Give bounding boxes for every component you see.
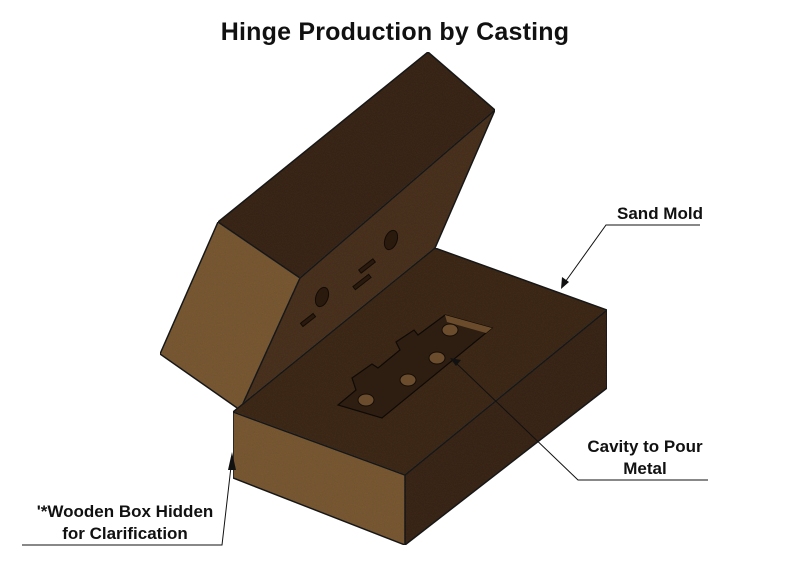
arrow-sand-mold [561,277,569,289]
lid-slot-1 [357,258,377,274]
lid-hole-upper [383,229,399,251]
lid-slot-2 [352,273,372,291]
pin-3 [428,351,446,365]
lid-slot-3 [299,312,317,328]
arrow-wooden [228,452,236,470]
leader-cavity [454,361,708,481]
label-sand-mold-text: Sand Mold [617,204,703,223]
lid-cavity-features [299,229,399,328]
label-cavity: Cavity to Pour Metal [570,436,720,480]
leader-wooden [22,457,233,546]
pin-2 [399,373,417,387]
drag-right-face [404,308,608,547]
pin-4 [441,323,459,337]
leader-sand-mold [562,224,700,286]
cavity-pins [357,323,459,407]
leader-lines [22,224,708,546]
label-wooden-line1: '*Wooden Box Hidden [36,502,214,521]
lid-hole-lower [314,286,330,308]
label-sand-mold: Sand Mold [600,203,720,225]
cavity-rim-highlight [445,315,492,333]
label-wooden-box: '*Wooden Box Hidden for Clarification [20,501,230,545]
pin-1 [357,393,375,407]
label-wooden-line2: for Clarification [62,524,188,543]
page-title: Hinge Production by Casting [220,18,570,46]
label-cavity-line2: Metal [623,459,667,478]
arrow-cavity [450,358,461,366]
label-cavity-line1: Cavity to Pour [587,437,703,456]
